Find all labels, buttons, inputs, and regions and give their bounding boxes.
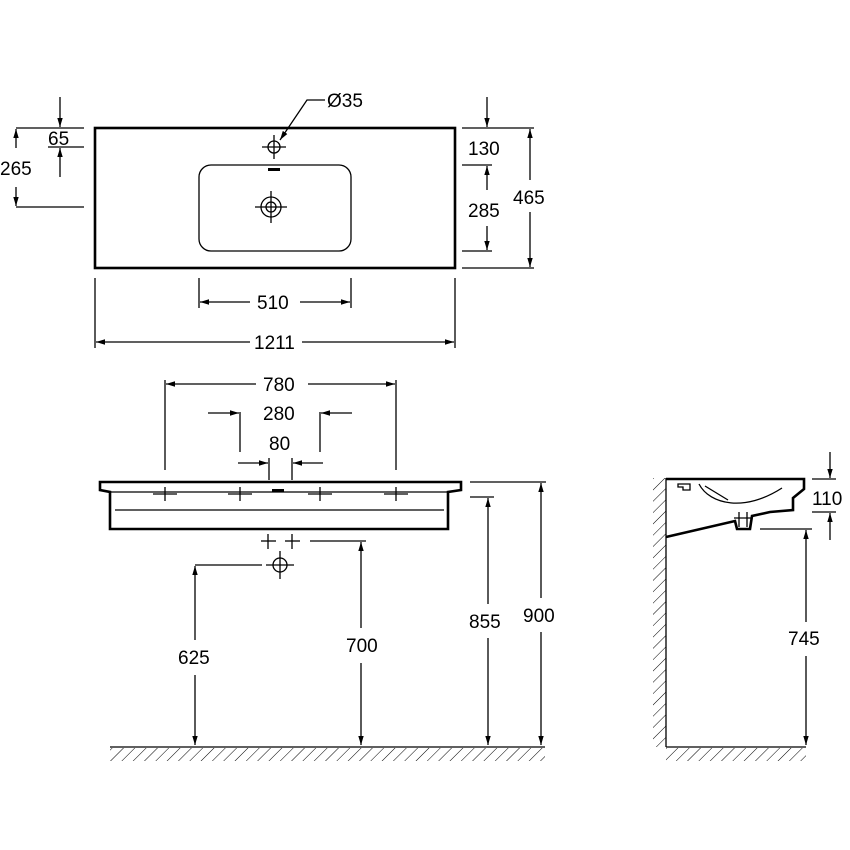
tap-hole-diameter-label: Ø35 bbox=[327, 91, 363, 112]
overflow-slot-front bbox=[272, 489, 284, 492]
rear-to-basin-label: 130 bbox=[468, 139, 500, 160]
side-underside-height-label: 745 bbox=[788, 629, 820, 650]
floor-hatch bbox=[110, 748, 545, 761]
side-floor-hatch bbox=[666, 748, 806, 761]
total-depth-label: 465 bbox=[513, 188, 545, 209]
supply-height-label: 625 bbox=[178, 648, 210, 669]
total-width-label: 1211 bbox=[254, 333, 295, 354]
wall-hatch bbox=[653, 478, 666, 747]
drain-offset-label: 265 bbox=[0, 159, 32, 180]
waste-height-label: 700 bbox=[346, 636, 378, 657]
bowl-depth-label: 110 bbox=[812, 489, 842, 510]
tap-offset-label: 65 bbox=[48, 129, 69, 150]
underside-height-label: 855 bbox=[469, 612, 501, 633]
front-view: 780 280 80 625 700 bbox=[98, 375, 555, 761]
supply-point-icon bbox=[261, 534, 300, 549]
fixing-hole-icon bbox=[153, 487, 408, 501]
waste-outlet-icon bbox=[266, 551, 294, 579]
side-view: 110 745 bbox=[653, 452, 842, 761]
basin-section bbox=[665, 477, 806, 539]
bowl-outline-top bbox=[198, 164, 352, 252]
fixing-span-outer-label: 780 bbox=[263, 375, 295, 396]
basin-outline-top bbox=[93, 126, 457, 270]
fixing-span-inner-label: 280 bbox=[263, 404, 295, 425]
drain-icon bbox=[255, 191, 287, 223]
basin-depth-label: 285 bbox=[468, 201, 500, 222]
overflow-width-label: 80 bbox=[269, 434, 290, 455]
basin-width-label: 510 bbox=[257, 293, 289, 314]
tap-hole-icon bbox=[262, 135, 286, 159]
overflow-slot-top bbox=[268, 168, 280, 171]
basin-outline-front bbox=[98, 480, 463, 531]
top-view: Ø35 65 265 130 285 465 510 1211 bbox=[0, 91, 545, 354]
top-height-label: 900 bbox=[523, 606, 555, 627]
